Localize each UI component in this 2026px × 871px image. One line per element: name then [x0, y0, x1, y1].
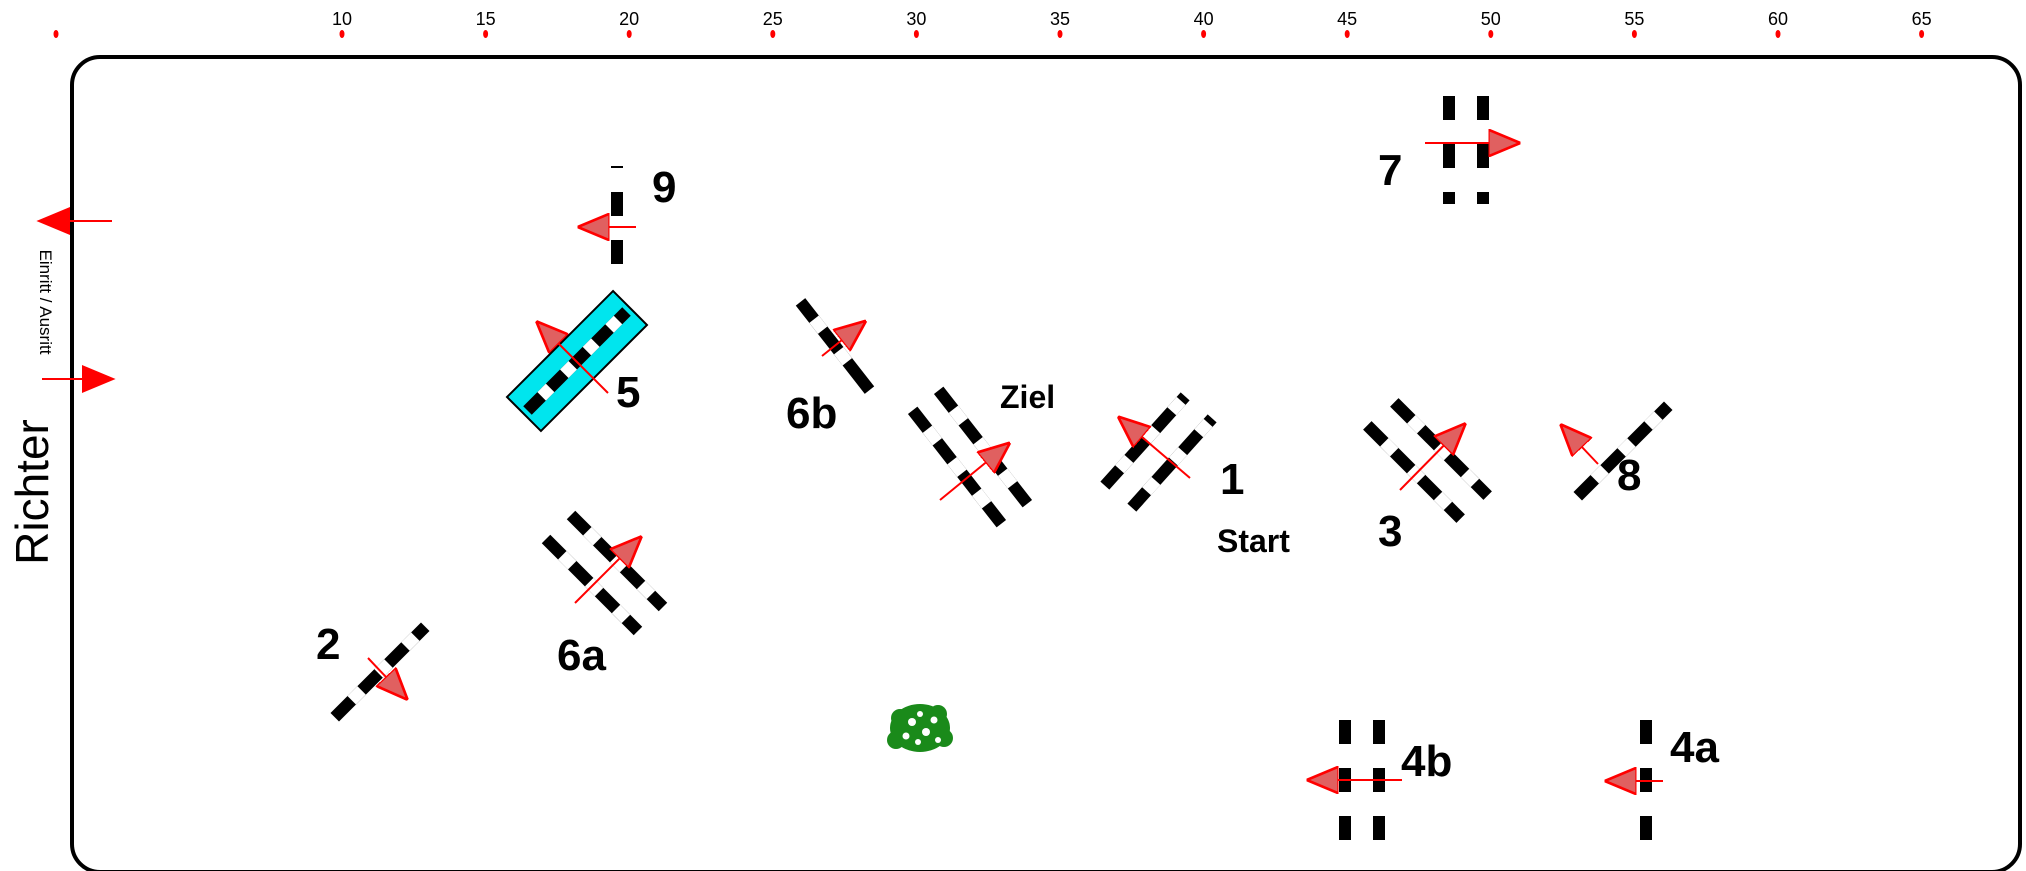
distance-ruler: 10 15 20 25 30 35 40 45 50 55 60 65 — [53, 9, 1932, 38]
obstacle-label: 4b — [1401, 737, 1452, 786]
ruler-tick-label: 20 — [619, 9, 639, 29]
arena-border — [70, 55, 2022, 871]
obstacle-label: 6b — [786, 389, 837, 438]
ruler-tick-marker — [1057, 30, 1063, 38]
obstacle-label: 9 — [652, 163, 676, 212]
judge-label: Richter — [6, 419, 58, 565]
obstacle-label: 1 — [1220, 455, 1244, 504]
direction-arrow — [939, 446, 1006, 501]
ruler-tick-label: 60 — [1768, 9, 1788, 29]
ruler-tick-label: 50 — [1481, 9, 1501, 29]
ruler-tick-label: 35 — [1050, 9, 1070, 29]
obstacle-6b: 6b — [786, 298, 875, 438]
direction-arrow — [574, 540, 638, 604]
ruler-tick-marker — [1488, 30, 1494, 38]
ruler-tick-label: 30 — [906, 9, 926, 29]
obstacle-label: 8 — [1617, 451, 1641, 500]
obstacle-2: 2 — [316, 620, 430, 722]
obstacle-label: 5 — [616, 368, 640, 417]
ruler-tick-marker — [1631, 30, 1637, 38]
ruler-tick-marker — [626, 30, 632, 38]
direction-arrow — [1399, 427, 1462, 491]
obstacle-label: 3 — [1378, 507, 1402, 556]
ruler-tick-marker — [913, 30, 919, 38]
ruler-tick-label: 40 — [1194, 9, 1214, 29]
obstacle-4b: 4b — [1312, 718, 1452, 840]
obstacle-label: 4a — [1670, 723, 1719, 772]
ruler-tick-label: 15 — [476, 9, 496, 29]
ruler-origin-marker — [53, 30, 59, 38]
obstacle-8: 8 — [1564, 401, 1673, 501]
entry-exit-label: Einritt / Ausritt — [36, 250, 55, 355]
ruler-tick-marker — [483, 30, 489, 38]
ruler-tick-label: 65 — [1912, 9, 1932, 29]
obstacle-label: 6a — [557, 631, 606, 680]
ruler-tick-marker — [770, 30, 776, 38]
obstacle-9: 9 — [583, 163, 676, 288]
ruler-tick-label: 45 — [1337, 9, 1357, 29]
obstacle-3: 3 — [1363, 398, 1492, 556]
obstacle-label: 7 — [1378, 146, 1402, 195]
direction-arrow — [821, 324, 862, 357]
ruler-tick-marker — [339, 30, 345, 38]
direction-arrow — [1122, 420, 1191, 479]
ruler-tick-label: 55 — [1624, 9, 1644, 29]
obstacle-5: 5 — [505, 289, 649, 433]
obstacle-1: 1 Start — [1100, 392, 1290, 559]
ruler-tick-marker — [1775, 30, 1781, 38]
ruler-tick-label: 25 — [763, 9, 783, 29]
obstacle-7: 7 — [1378, 83, 1515, 204]
ruler-tick-marker — [1201, 30, 1207, 38]
entry-exit: Einritt / Ausritt — [36, 207, 116, 393]
ruler-tick-label: 10 — [332, 9, 352, 29]
direction-arrow — [1564, 428, 1599, 465]
bush-icon — [887, 704, 953, 752]
finish-label: Ziel — [1000, 379, 1055, 415]
direction-arrow — [367, 657, 404, 696]
ruler-tick-marker — [1919, 30, 1925, 38]
start-label: Start — [1217, 523, 1290, 559]
obstacle-label: 2 — [316, 620, 340, 669]
obstacle-6a: 6a — [541, 510, 668, 680]
obstacle-4a: 4a — [1610, 720, 1719, 841]
ruler-tick-marker — [1344, 30, 1350, 38]
finish-oxer: Ziel — [907, 379, 1055, 528]
direction-arrow — [540, 325, 609, 394]
